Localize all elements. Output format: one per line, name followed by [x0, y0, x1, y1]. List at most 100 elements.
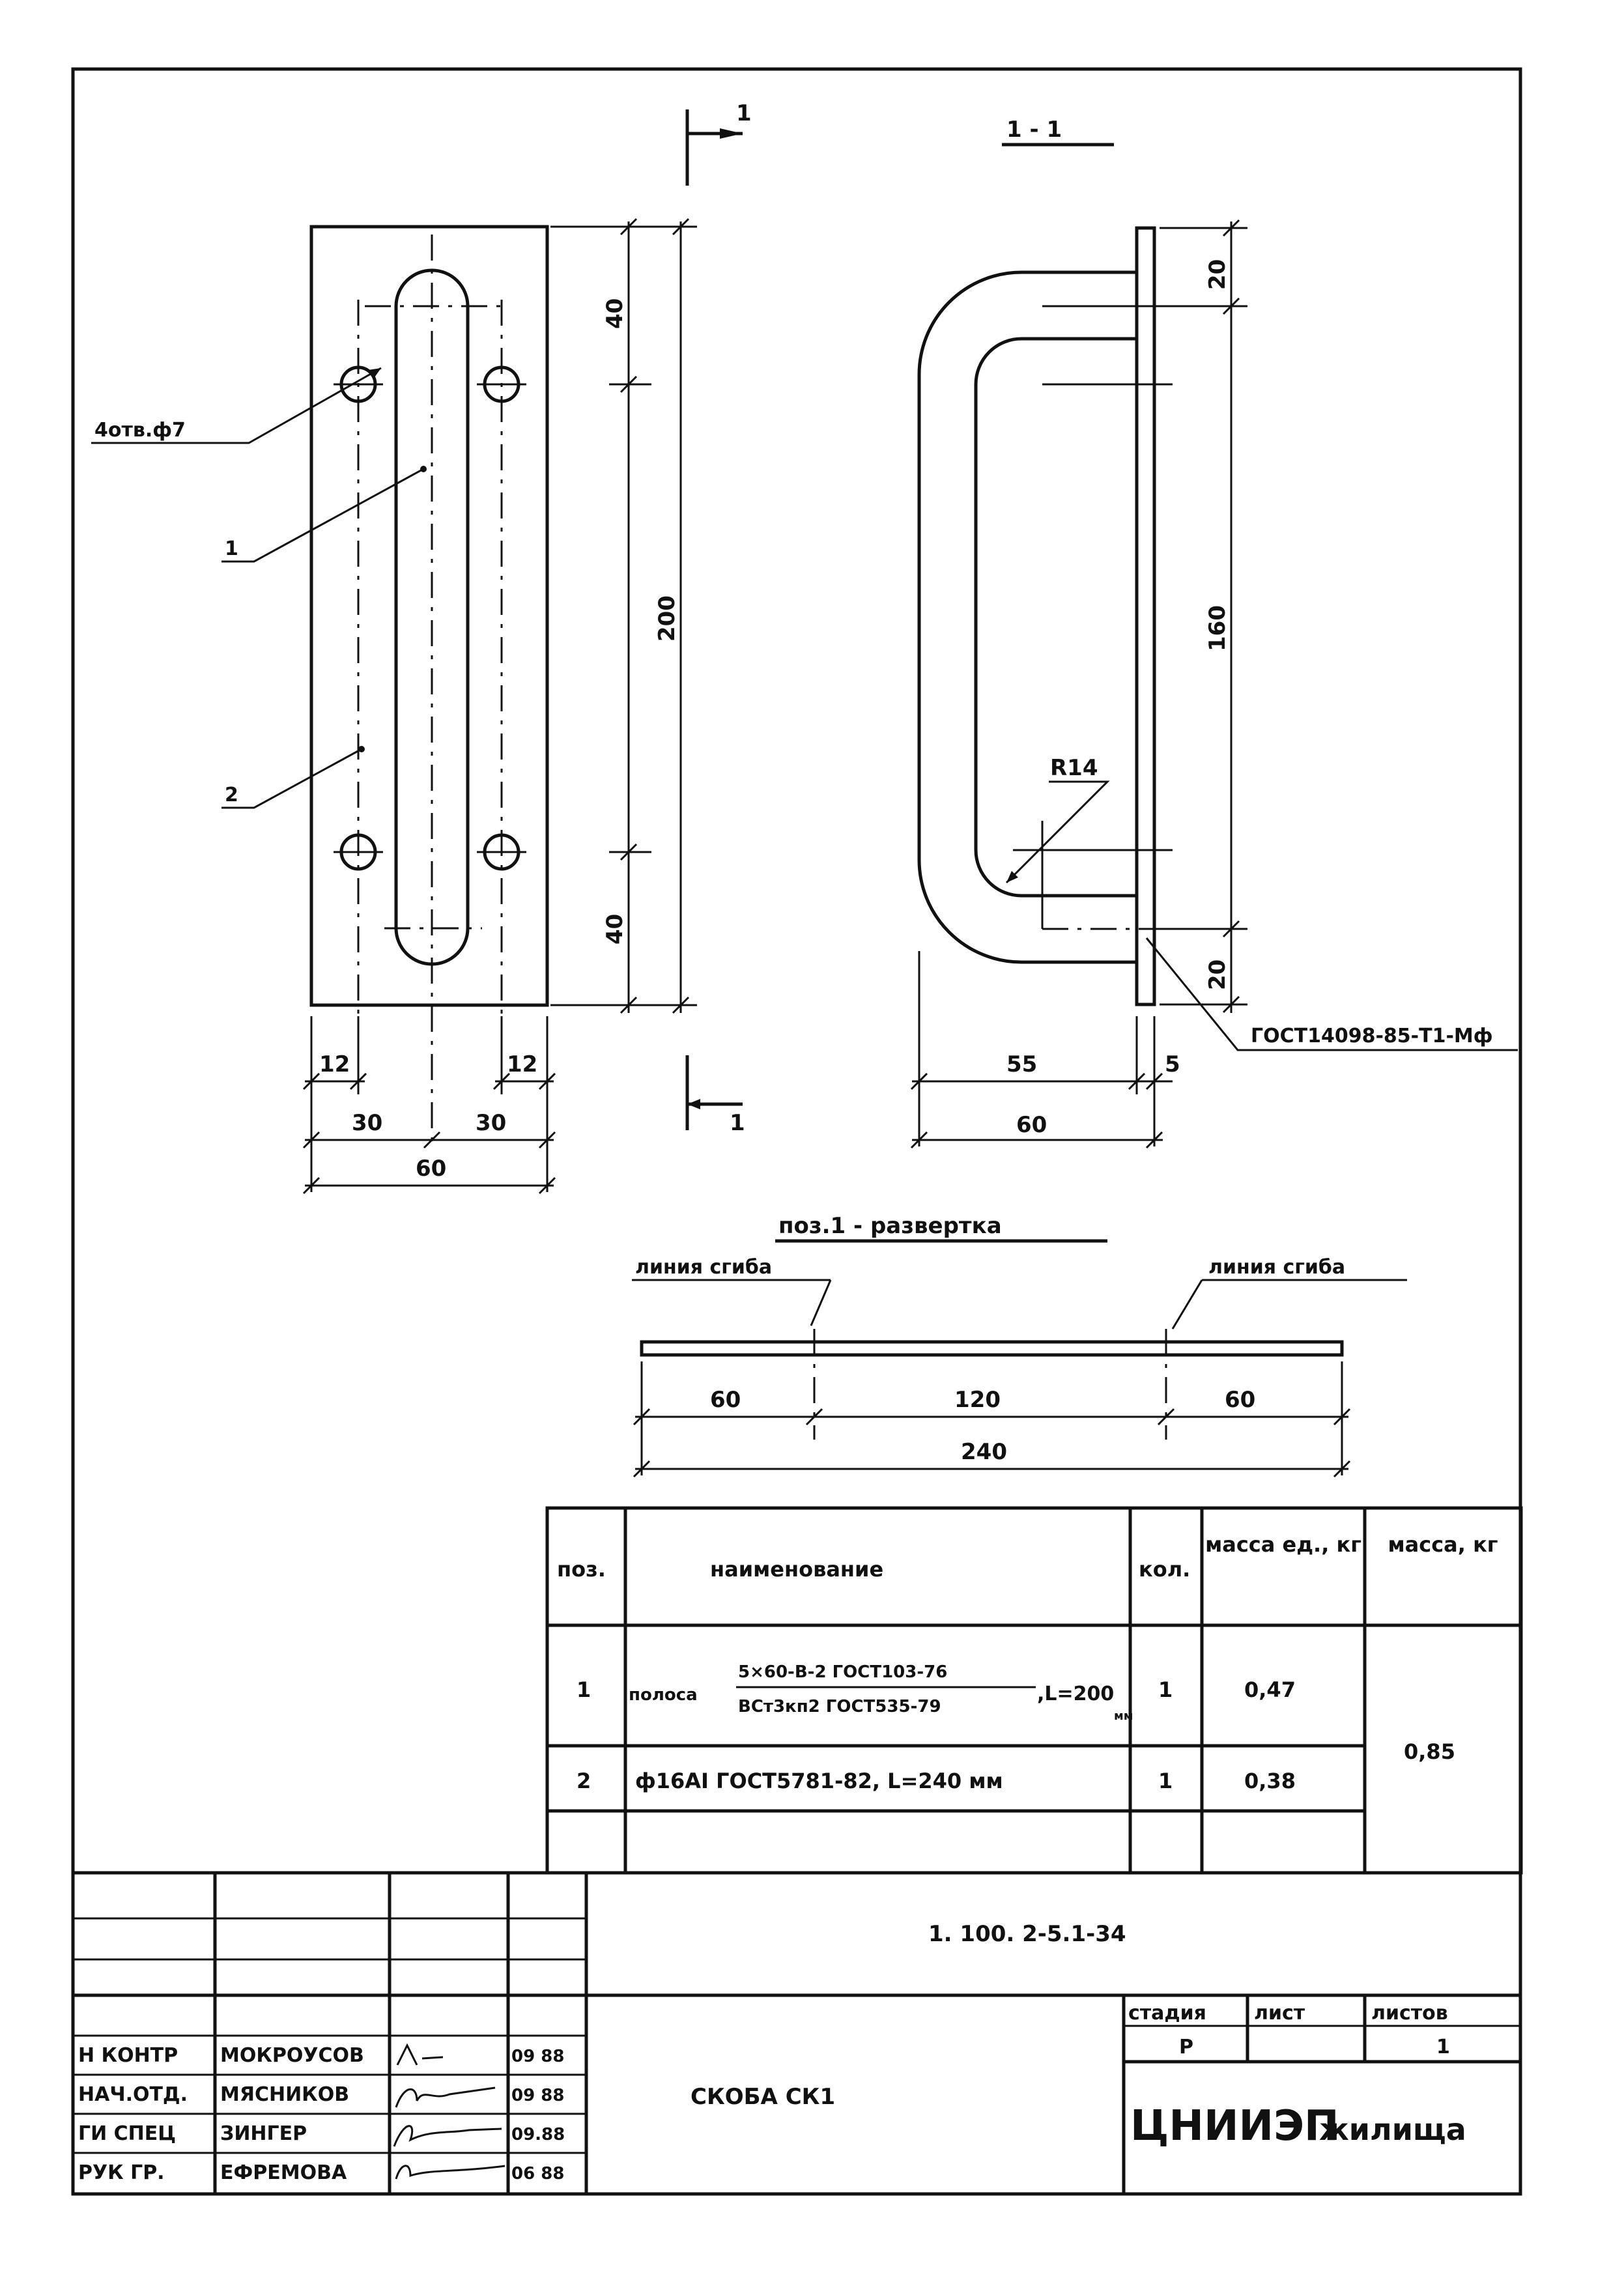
dim-200: 200	[654, 595, 680, 642]
bend-line-label-right: линия сгиба	[1208, 1256, 1345, 1279]
svg-text:2: 2	[225, 784, 238, 806]
table-row: 1 полоса 5×60-В-2 ГОСТ103-76 ВСт3кп2 ГОС…	[577, 1662, 1296, 1723]
dim-12-left: 12	[319, 1051, 350, 1077]
staff-row: Н КОНТР МОКРОУСОВ 09 88	[78, 2043, 564, 2067]
header-pos: поз.	[557, 1557, 606, 1582]
staff-row: ГИ СПЕЦ ЗИНГЕР 09.88	[78, 2122, 565, 2147]
mounting-hole	[477, 365, 526, 403]
svg-text:МОКРОУСОВ: МОКРОУСОВ	[220, 2044, 364, 2067]
front-horizontal-dimensions: 12 12 30 30 60	[302, 1016, 556, 1195]
header-unit-mass: масса ед., кг	[1205, 1532, 1361, 1557]
section-plate	[1135, 226, 1156, 1006]
weld-note-leader: ГОСТ14098-85-Т1-Мф	[1145, 937, 1518, 1051]
dim-120: 120	[954, 1387, 1001, 1413]
svg-text:ЕФРЕМОВА: ЕФРЕМОВА	[220, 2161, 347, 2184]
dim-60-plate: 60	[416, 1156, 446, 1182]
svg-text:,L=200: ,L=200	[1037, 1683, 1114, 1705]
unfold-title: поз.1 - развертка	[778, 1213, 1002, 1239]
position-2-leader: 2	[221, 746, 365, 809]
svg-text:1: 1	[1158, 1677, 1173, 1702]
mounting-hole	[334, 365, 383, 403]
dim-5: 5	[1165, 1051, 1180, 1077]
sheets-value: 1	[1436, 2036, 1450, 2058]
holes-leader: 4отв.ф7	[91, 367, 382, 444]
section-title: 1 - 1	[1002, 117, 1114, 147]
stage-value: Р	[1179, 2036, 1193, 2058]
organization: ЦНИИЭП	[1130, 2102, 1339, 2150]
radius-leader: R14	[1005, 755, 1110, 884]
svg-text:ф16АI ГОСТ5781-82, L=240 мм: ф16АI ГОСТ5781-82, L=240 мм	[635, 1769, 1003, 1793]
sheet-label: лист	[1254, 2002, 1305, 2025]
dim-160: 160	[1204, 605, 1231, 651]
spec-table: поз. наименование кол. масса ед., кг мас…	[545, 1506, 1523, 1875]
svg-text:ГИ СПЕЦ: ГИ СПЕЦ	[78, 2122, 176, 2145]
drawing-title: СКОБА СК1	[691, 2084, 835, 2110]
bend-line-label-left: линия сгиба	[635, 1256, 772, 1279]
dim-40-top: 40	[602, 298, 628, 329]
total-mass: 0,85	[1404, 1739, 1455, 1764]
svg-text:09.88: 09.88	[511, 2125, 565, 2144]
svg-text:06 88: 06 88	[511, 2164, 564, 2184]
dim-55: 55	[1006, 1051, 1037, 1077]
svg-text:МЯСНИКОВ: МЯСНИКОВ	[220, 2083, 349, 2106]
bent-bar-inner	[974, 337, 1137, 898]
svg-text:1: 1	[577, 1677, 591, 1702]
sheet-frame	[71, 67, 1522, 2196]
dim-60-side: 60	[1016, 1112, 1047, 1138]
staff-row: РУК ГР. ЕФРЕМОВА 06 88	[78, 2161, 564, 2184]
dim-240: 240	[961, 1439, 1007, 1465]
svg-text:5×60-В-2 ГОСТ103-76: 5×60-В-2 ГОСТ103-76	[738, 1662, 947, 1682]
section-vertical-dimensions: 20 160 20	[1055, 219, 1247, 1014]
svg-text:ВСт3кп2 ГОСТ535-79: ВСт3кп2 ГОСТ535-79	[738, 1697, 941, 1716]
document-code: 1. 100. 2-5.1-34	[928, 1921, 1126, 1947]
unfold-bar	[640, 1340, 1344, 1357]
svg-text:0,47: 0,47	[1244, 1677, 1296, 1702]
title-block: 1. 100. 2-5.1-34 СКОБА СК1 стадия лист л…	[73, 1871, 1521, 2194]
svg-text:РУК ГР.: РУК ГР.	[78, 2161, 165, 2184]
header-mass: масса, кг	[1388, 1532, 1498, 1557]
front-view: 4отв.ф7 1 2	[91, 225, 549, 1146]
mounting-hole	[477, 833, 526, 871]
bent-bar	[917, 270, 1137, 964]
dim-20-top: 20	[1204, 259, 1231, 290]
position-1-leader: 1	[221, 466, 427, 563]
staff-row: НАЧ.ОТД. МЯСНИКОВ 09 88	[78, 2083, 564, 2108]
mounting-hole	[334, 833, 383, 871]
dim-20-bottom: 20	[1204, 960, 1231, 990]
bar-slot	[394, 268, 470, 966]
dim-30-right: 30	[476, 1110, 506, 1136]
header-name: наименование	[710, 1557, 883, 1582]
svg-text:09 88: 09 88	[511, 2047, 564, 2066]
svg-text:0,38: 0,38	[1244, 1769, 1296, 1793]
sheets-label: листов	[1371, 2002, 1448, 2025]
svg-text:ГОСТ14098-85-Т1-Мф: ГОСТ14098-85-Т1-Мф	[1251, 1025, 1493, 1047]
stage-label: стадия	[1128, 2002, 1206, 2025]
svg-text:мм: мм	[1114, 1709, 1133, 1723]
dim-30-left: 30	[352, 1110, 382, 1136]
svg-text:1: 1	[1158, 1769, 1173, 1793]
front-vertical-dimensions: 40 200 40	[550, 218, 697, 1014]
svg-text:Н КОНТР: Н КОНТР	[78, 2044, 178, 2067]
section-mark-top: 1	[685, 100, 752, 186]
svg-text:1 - 1: 1 - 1	[1006, 117, 1062, 143]
section-view: R14 ГОСТ14098-85-Т1-Мф	[917, 226, 1518, 1051]
svg-text:R14: R14	[1050, 755, 1098, 781]
plate-outline	[309, 225, 549, 1007]
svg-text:НАЧ.ОТД.: НАЧ.ОТД.	[78, 2083, 188, 2106]
dim-12-right: 12	[507, 1051, 537, 1077]
dim-40-bottom: 40	[602, 914, 628, 945]
svg-text:4отв.ф7: 4отв.ф7	[94, 419, 186, 442]
svg-text:1: 1	[736, 100, 752, 126]
svg-text:2: 2	[577, 1769, 591, 1793]
section-mark-bottom: 1	[685, 1055, 745, 1136]
dim-60-b: 60	[1225, 1387, 1255, 1413]
svg-text:1: 1	[730, 1110, 745, 1136]
table-row: 2 ф16АI ГОСТ5781-82, L=240 мм 1 0,38	[577, 1769, 1296, 1793]
svg-text:1: 1	[225, 537, 238, 560]
svg-text:ЗИНГЕР: ЗИНГЕР	[220, 2122, 307, 2145]
svg-text:09 88: 09 88	[511, 2086, 564, 2105]
unfold-view: поз.1 - развертка линия сгиба линия сгиб…	[632, 1213, 1407, 1478]
organization-suffix: жилища	[1319, 2112, 1466, 2147]
header-qty: кол.	[1139, 1557, 1190, 1582]
